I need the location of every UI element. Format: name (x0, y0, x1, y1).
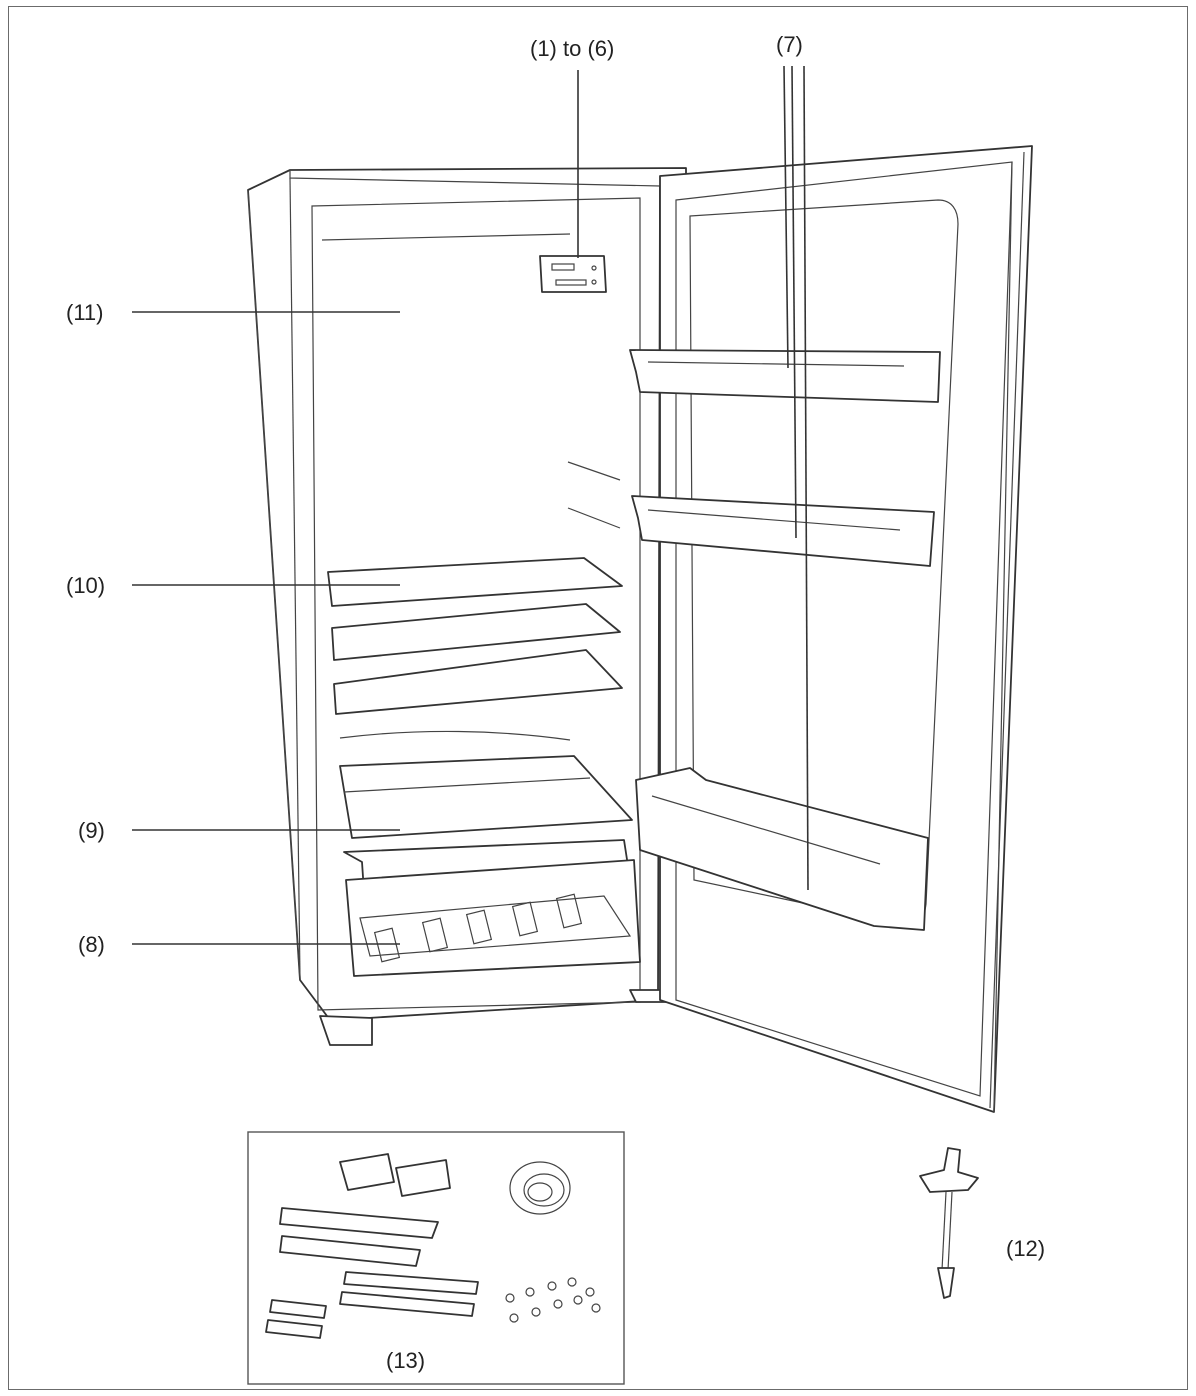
fridge-door (659, 145, 1033, 1113)
leader-lines (132, 65, 809, 945)
screws-icon (505, 1277, 601, 1323)
leader-7a (783, 65, 789, 369)
label-controls: (1) to (6) (530, 36, 615, 61)
mounting-tool-icon (919, 1147, 979, 1299)
leader-7b (791, 65, 797, 539)
label-crisper: (8) (78, 932, 105, 957)
label-accessories: (13) (386, 1348, 426, 1373)
crisper-assembly (339, 755, 641, 977)
diagram-frame (8, 6, 1188, 1390)
label-tool: (12) (1006, 1236, 1046, 1261)
label-door-shelves: (7) (776, 32, 803, 57)
door-shelves (629, 349, 941, 931)
label-interior-light: (11) (66, 300, 104, 325)
label-glass-shelf: (10) (66, 573, 106, 598)
accessories-box (247, 1131, 625, 1385)
leader-7c (803, 65, 809, 891)
label-crisper-cover: (9) (78, 818, 105, 843)
glass-shelves (327, 557, 623, 741)
control-panel-icon (539, 255, 607, 293)
